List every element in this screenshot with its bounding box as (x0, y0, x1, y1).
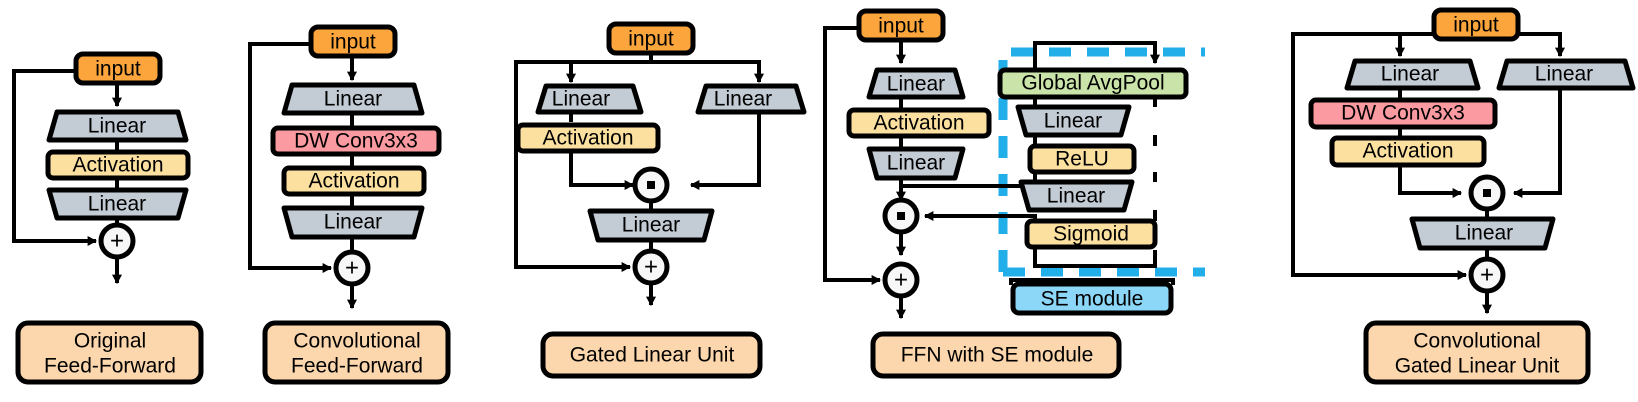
caption-box-4 (870, 331, 1122, 379)
node-sigmoid (1024, 218, 1158, 250)
node-linear-1 (281, 82, 425, 116)
node-linear-2 (46, 187, 189, 221)
node-linear-1-label: Linear (887, 73, 945, 96)
node-dwconv (270, 125, 442, 157)
op-add-label: + (110, 228, 124, 255)
node-activation-label: Activation (542, 127, 633, 150)
se-module-badge (1010, 281, 1174, 316)
node-linear-value-label: Linear (1535, 63, 1593, 86)
caption-1-line1: Original (74, 330, 146, 353)
caption-box-3 (540, 331, 763, 379)
op-multiply-dot (647, 181, 655, 189)
node-linear-value-label: Linear (714, 88, 772, 111)
node-linear-1 (46, 109, 189, 143)
caption-2-line2: Feed-Forward (291, 355, 423, 378)
block-gated-linear-unit: input Linear Linear Activation Linear + … (514, 21, 807, 379)
node-activation (1329, 135, 1487, 168)
node-relu (1027, 143, 1137, 175)
op-add (333, 249, 371, 287)
caption-2-line1: Convolutional (293, 330, 420, 353)
op-add (1468, 256, 1506, 294)
caption-3-line1: Gated Linear Unit (570, 344, 735, 367)
node-activation (515, 122, 661, 154)
caption-box-1 (15, 320, 204, 385)
node-input-label: input (330, 31, 376, 54)
node-input (856, 8, 946, 43)
node-activation-1-label: Activation (72, 154, 163, 177)
se-module-badge-label: SE module (1041, 288, 1144, 311)
node-global-avgpool (997, 67, 1189, 100)
node-linear-gate (1344, 58, 1481, 91)
node-input-label: input (1453, 14, 1499, 37)
node-linear-gate-label: Linear (552, 88, 610, 111)
node-dwconv (1308, 97, 1498, 130)
op-add (98, 222, 136, 260)
node-dwconv-label: DW Conv3x3 (294, 130, 418, 153)
node-se-linear-2-label: Linear (1047, 185, 1105, 208)
op-add (882, 261, 920, 299)
node-linear-out (587, 208, 715, 243)
node-linear-value (1496, 58, 1636, 91)
node-linear-1-label: Linear (88, 115, 146, 138)
block-ffn-with-se-module: input Linear Activation Linear + Global … (823, 8, 1205, 379)
node-input-label: input (628, 28, 674, 51)
caption-5-line2: Gated Linear Unit (1395, 355, 1560, 378)
block-convolutional-feed-forward: input Linear DW Conv3x3 Activation Linea… (248, 24, 451, 385)
node-input (606, 21, 696, 56)
node-linear-out-label: Linear (1455, 222, 1513, 245)
node-linear-2-label: Linear (324, 211, 382, 234)
node-input-label: input (878, 15, 924, 38)
node-input-label: input (95, 58, 141, 81)
caption-5-line1: Convolutional (1413, 330, 1540, 353)
node-linear-gate (535, 83, 644, 115)
op-add-label: + (1480, 262, 1494, 289)
op-multiply-dot (1483, 189, 1491, 197)
caption-box-2 (262, 320, 451, 385)
node-linear-2 (281, 205, 425, 240)
node-global-avgpool-label: Global AvgPool (1021, 72, 1164, 95)
node-relu-label: ReLU (1055, 148, 1109, 171)
node-input (308, 24, 398, 59)
node-linear-1-label: Linear (324, 88, 382, 111)
se-dashed-boundary-left (998, 47, 1205, 272)
node-input (1431, 7, 1521, 42)
node-linear-out-label: Linear (622, 214, 680, 237)
node-linear-out (1409, 216, 1556, 251)
op-add-label: + (644, 254, 658, 281)
op-add (632, 248, 670, 286)
node-linear-gate-label: Linear (1381, 63, 1439, 86)
node-activation-label: Activation (308, 170, 399, 193)
node-activation (846, 107, 992, 139)
node-sigmoid-label: Sigmoid (1053, 223, 1129, 246)
node-activation-1 (45, 149, 191, 181)
op-multiply-dot (897, 212, 905, 220)
caption-1-line2: Feed-Forward (44, 355, 176, 378)
op-add-label: + (894, 267, 908, 294)
node-activation-label: Activation (1362, 140, 1453, 163)
node-linear-2-label: Linear (88, 193, 146, 216)
block-convolutional-gated-linear-unit: input Linear Linear DW Conv3x3 Activatio… (1291, 7, 1636, 385)
node-linear-2-label: Linear (887, 152, 945, 175)
node-linear-2 (866, 146, 966, 181)
node-activation (281, 165, 427, 197)
op-add-label: + (345, 255, 359, 282)
caption-box-5 (1363, 320, 1591, 385)
node-se-linear-1-label: Linear (1044, 110, 1102, 133)
caption-4-line1: FFN with SE module (901, 344, 1094, 367)
node-dwconv-label: DW Conv3x3 (1341, 102, 1465, 125)
node-se-linear-2 (1018, 179, 1135, 213)
node-se-linear-1 (1015, 104, 1132, 138)
node-linear-value (695, 83, 807, 115)
block-original-feed-forward: input Linear Activation Linear + Origina… (12, 51, 204, 385)
node-activation-label: Activation (873, 112, 964, 135)
node-input (73, 51, 163, 86)
node-linear-1 (866, 67, 966, 100)
